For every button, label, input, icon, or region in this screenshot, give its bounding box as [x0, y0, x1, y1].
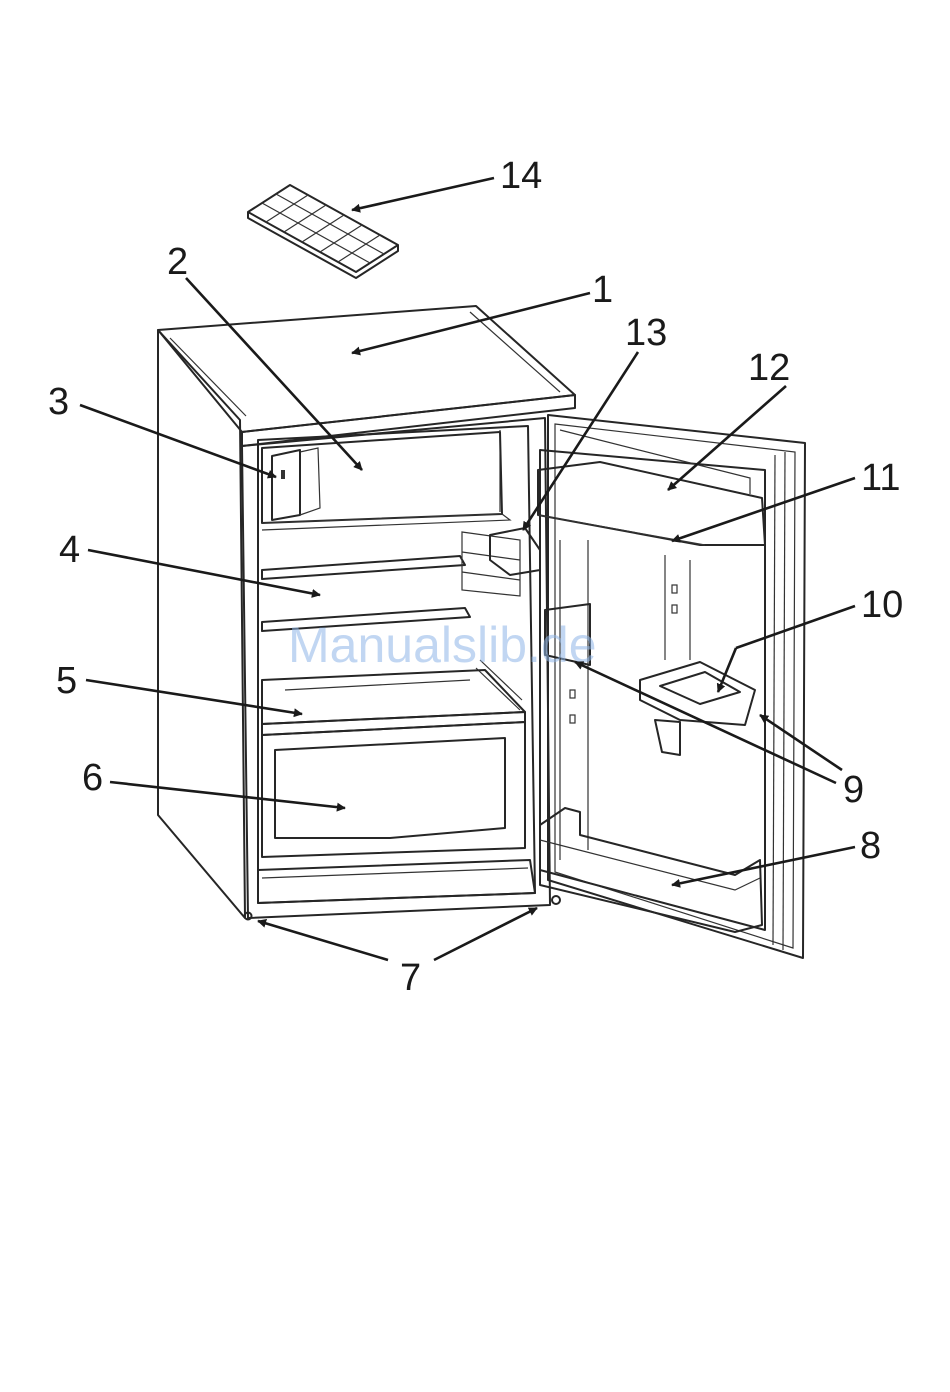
leader-10: [736, 606, 855, 648]
leader-lines: [80, 178, 855, 960]
fridge-door-illustration: [490, 415, 805, 958]
callout-1: 1: [592, 269, 613, 311]
watermark-text: Manualslib.de: [288, 617, 597, 673]
leader-1: [352, 293, 590, 353]
callout-14: 14: [500, 155, 542, 197]
callout-8: 8: [860, 825, 881, 867]
leader-7b: [434, 908, 537, 960]
leader-9a: [575, 662, 836, 783]
callout-2: 2: [167, 241, 188, 283]
fridge-cabinet-illustration: [158, 306, 575, 920]
callout-11: 11: [861, 457, 900, 499]
leader-7a: [258, 921, 388, 960]
leader-6: [110, 782, 345, 808]
leader-9b: [760, 715, 842, 770]
callout-3: 3: [48, 381, 69, 423]
callout-5: 5: [56, 660, 77, 702]
leader-13: [523, 352, 638, 530]
callout-4: 4: [59, 529, 80, 571]
callout-12: 12: [748, 347, 790, 389]
callout-7: 7: [400, 957, 421, 999]
leader-2: [186, 278, 362, 470]
callout-10: 10: [861, 584, 903, 626]
leader-5: [86, 680, 302, 714]
callout-9: 9: [843, 769, 864, 811]
leader-14: [352, 178, 494, 210]
leader-4: [88, 550, 320, 595]
callout-6: 6: [82, 757, 103, 799]
callout-13: 13: [625, 312, 667, 354]
leader-3: [80, 405, 276, 477]
ice-tray-illustration: [248, 185, 398, 278]
